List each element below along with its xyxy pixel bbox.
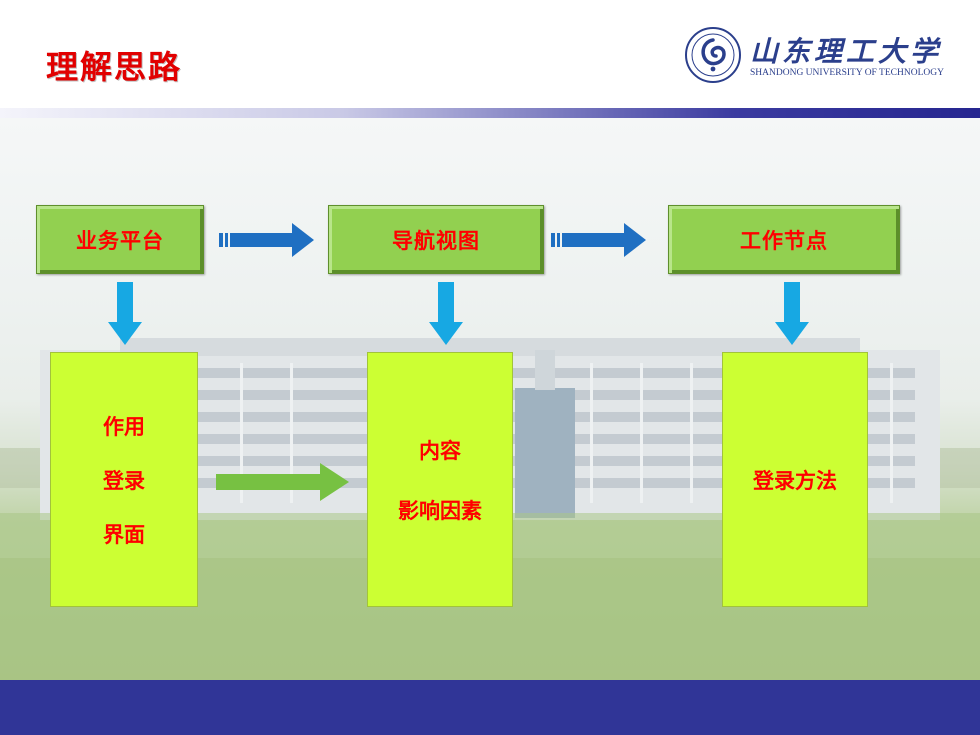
box2-line-1: 内容	[419, 438, 461, 463]
green-right-arrow	[216, 463, 349, 501]
work-node-label: 工作节点	[740, 228, 828, 253]
header-divider	[0, 108, 980, 118]
university-logo: 山东理工大学 SHANDONG UNIVERSITY OF TECHNOLOGY	[684, 26, 954, 90]
logo-english-name: SHANDONG UNIVERSITY OF TECHNOLOGY	[750, 68, 944, 78]
logo-chinese-name: 山东理工大学	[750, 35, 943, 68]
navigation-view-label: 导航视图	[392, 228, 480, 253]
box1-line-3: 界面	[103, 522, 145, 547]
right-arrow-1	[219, 223, 314, 257]
down-arrow-3	[775, 282, 809, 345]
down-arrow-1	[108, 282, 142, 345]
box3-line-1: 登录方法	[753, 468, 837, 493]
login-interface-box: 作用 登录 界面	[50, 352, 198, 607]
business-platform-box: 业务平台	[36, 205, 204, 274]
box2-line-2: 影响因素	[398, 498, 482, 523]
university-emblem-icon	[685, 27, 741, 83]
slide-header: 理解思路 山东理工大学 SHANDONG UNIVERSITY OF TECHN…	[0, 0, 980, 110]
down-arrow-2	[429, 282, 463, 345]
business-platform-label: 业务平台	[76, 228, 164, 253]
box1-line-2: 登录	[103, 468, 145, 493]
navigation-view-box: 导航视图	[328, 205, 544, 274]
content-factors-box: 内容 影响因素	[367, 352, 513, 607]
work-node-box: 工作节点	[668, 205, 900, 274]
login-method-box: 登录方法	[722, 352, 868, 607]
footer-band	[0, 680, 980, 735]
right-arrow-2	[551, 223, 646, 257]
box1-line-1: 作用	[103, 414, 145, 439]
slide-title: 理解思路	[46, 48, 183, 86]
